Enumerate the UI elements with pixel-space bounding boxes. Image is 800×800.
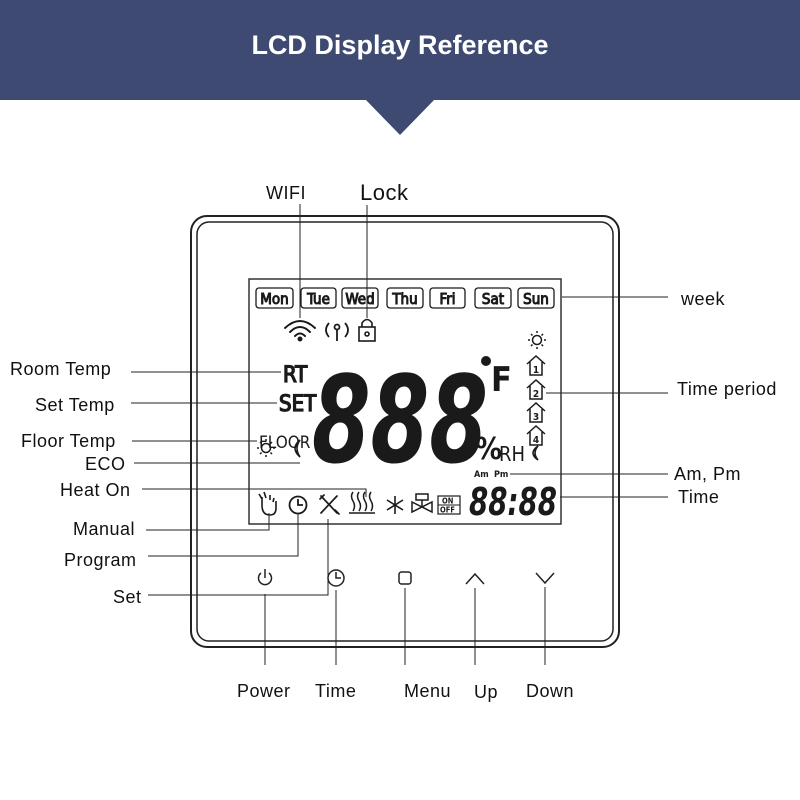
period-number: 2: [533, 389, 539, 400]
label-room-temp: Room Temp: [10, 359, 111, 379]
label-program: Program: [64, 550, 137, 570]
clock-icon: [288, 495, 308, 515]
week-days: Mon Tue Wed Thu Fri Sat Sun: [255, 287, 555, 309]
moon-icon: [294, 439, 301, 458]
callout-lines: [131, 204, 668, 665]
lock-icon: [358, 318, 376, 342]
period-number: 4: [533, 435, 539, 446]
label-menu: Menu: [404, 681, 451, 701]
tools-icon: [319, 494, 340, 515]
label-up: Up: [474, 682, 498, 702]
label-manual: Manual: [73, 519, 135, 539]
label-week: week: [680, 289, 726, 309]
time-period-houses: 1 2 3 4: [526, 354, 546, 446]
house-icon: 1: [526, 354, 546, 376]
lcd-screen: [248, 278, 562, 525]
sun-icon: [528, 331, 546, 349]
period-number: 1: [533, 365, 539, 376]
hand-icon: [258, 491, 277, 516]
humidity-unit: %: [475, 432, 502, 467]
label-lock: Lock: [360, 180, 409, 205]
day-label-wed: Wed: [345, 290, 374, 308]
degree-dot: [481, 356, 491, 366]
house-icon: 2: [526, 378, 546, 400]
header-banner: [0, 0, 800, 100]
day-box-sun: [517, 287, 555, 309]
day-label-fri: Fri: [440, 290, 456, 308]
pm-indicator: Pm: [494, 470, 508, 480]
day-label-sun: Sun: [523, 290, 549, 308]
label-wifi: WIFI: [266, 183, 306, 203]
label-power: Power: [237, 681, 291, 701]
label-time: Time: [315, 681, 356, 701]
day-label-tue: Tue: [306, 290, 330, 308]
label-eco: ECO: [85, 454, 126, 474]
house-icon: 4: [526, 424, 546, 446]
on-label: ON: [442, 497, 454, 506]
clock-digits: 88:88: [469, 480, 557, 524]
am-indicator: Am: [474, 470, 489, 480]
heat-icon: [349, 491, 375, 514]
label-time-period: Time period: [677, 379, 777, 399]
lcd-set: SET: [279, 392, 317, 417]
up-button[interactable]: [465, 572, 485, 585]
day-label-sat: Sat: [482, 290, 504, 308]
label-time-lcd: Time: [678, 487, 719, 507]
signal-icon: [325, 322, 349, 341]
time-button[interactable]: [327, 569, 345, 587]
label-set: Set: [113, 587, 142, 607]
temp-digits: 888: [312, 352, 488, 491]
day-label-thu: Thu: [391, 290, 417, 308]
label-heat-on: Heat On: [60, 480, 131, 500]
day-box-mon: [255, 287, 294, 309]
day-box-wed: [341, 287, 379, 309]
off-label: OFF: [440, 506, 455, 515]
header-arrow: [365, 99, 435, 135]
snowflake-icon: [386, 496, 404, 514]
label-down: Down: [526, 681, 574, 701]
lcd-rt: RT: [283, 363, 308, 388]
menu-button[interactable]: [398, 571, 412, 585]
label-set-temp: Set Temp: [35, 395, 115, 415]
rh-label: RH: [499, 442, 525, 466]
period-number: 3: [533, 412, 539, 423]
down-button[interactable]: [535, 572, 555, 585]
day-box-tue: [300, 287, 337, 309]
sun-icon: [257, 439, 275, 457]
page-title: LCD Display Reference: [251, 30, 549, 60]
day-box-fri: [429, 287, 466, 309]
label-floor-temp: Floor Temp: [21, 431, 116, 451]
on-off-indicator: ON OFF: [437, 495, 461, 515]
house-icon: 3: [526, 401, 546, 423]
power-button[interactable]: [257, 569, 273, 586]
wifi-icon: [284, 320, 316, 342]
day-box-sat: [474, 287, 512, 309]
temp-unit: F: [491, 360, 512, 400]
valve-icon: [411, 493, 433, 514]
day-label-mon: Mon: [260, 290, 288, 308]
day-box-thu: [386, 287, 424, 309]
label-am-pm: Am, Pm: [674, 464, 741, 484]
lcd-floor: FLOOR: [259, 433, 311, 453]
moon-icon: [532, 445, 539, 461]
